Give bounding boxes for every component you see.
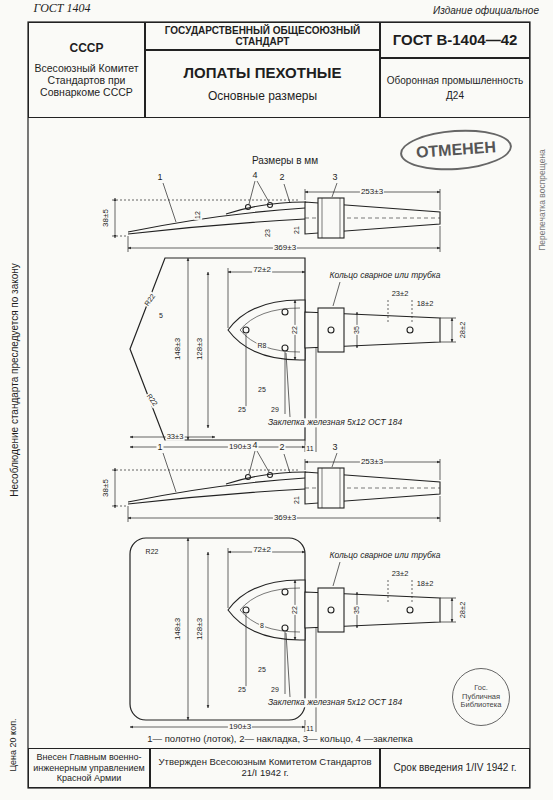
dimension-label: R22: [145, 392, 160, 409]
dimension-label: 4: [251, 171, 258, 181]
standard-band: ГОСУДАРСТВЕННЫЙ ОБЩЕСОЮЗНЫЙ СТАНДАРТ: [145, 22, 380, 50]
dimension-label: 1: [156, 443, 163, 453]
node-text: Утвержден Всесоюзным Комитетом Стандарто…: [155, 757, 375, 779]
node-text: Гос. Публичная Библиотека: [459, 684, 503, 710]
dimension-label: 28±2: [459, 601, 467, 620]
dimension-label: 11: [305, 725, 314, 733]
dimension-label: 23±2: [391, 570, 410, 578]
dimension-label: 25: [237, 686, 247, 694]
node-text: Оборонная промышленность: [387, 75, 523, 87]
node-subtext: Д24: [446, 90, 464, 102]
dimension-label: 25: [237, 406, 247, 414]
dimension-label: 1: [156, 173, 163, 183]
dimension-label: 5: [158, 312, 164, 320]
footer-cell: Срок введения 1/IV 1942 г.: [380, 748, 530, 788]
dimension-label: 25: [257, 386, 267, 394]
sheet-note: Издание официальное: [432, 5, 540, 16]
dimension-label: 38±5: [102, 208, 111, 228]
branch-cell: Оборонная промышленностьД24: [380, 58, 530, 118]
dimension-label: 21: [293, 225, 301, 235]
margin-note: Несоблюдение стандарта преследуется по з…: [9, 262, 20, 498]
dimension-label: 35: [353, 325, 361, 335]
dimension-label: 33±3: [166, 433, 185, 441]
dimension-label: 2: [278, 173, 285, 183]
dimension-label: 38±5: [102, 478, 111, 498]
dimension-label: 128±3: [196, 617, 205, 641]
node-text: ЛОПАТЫ ПЕХОТНЫЕ: [184, 64, 342, 81]
dimension-label: 190±3: [228, 723, 252, 732]
margin-note: Перепечатка воспрещена: [538, 148, 547, 252]
dimension-label: 4: [251, 441, 258, 451]
dimension-label: 253±3: [360, 458, 384, 467]
node-text: ГОСУДАРСТВЕННЫЙ ОБЩЕСОЮЗНЫЙ СТАНДАРТ: [150, 25, 375, 48]
dimension-label: 3: [331, 173, 338, 183]
node-text: ГОСТ В-1404—42: [393, 31, 518, 48]
sheet-note: Размеры в мм: [251, 155, 319, 166]
issuer-cell: СССР Всесоюзный Комитет Стандартов при Со…: [28, 22, 145, 118]
dimension-label: 3: [331, 443, 338, 453]
number-cell: ГОСТ В-1404—42: [380, 22, 530, 58]
dimension-label: 2: [278, 443, 285, 453]
dimension-label: R8: [257, 342, 268, 350]
node-text: СССР: [69, 42, 103, 56]
title-cell: ЛОПАТЫ ПЕХОТНЫЕ Основные размеры: [145, 50, 380, 118]
dimension-label: 29: [270, 686, 280, 694]
dimension-label: 23±2: [391, 290, 410, 298]
dimension-label: 29: [270, 406, 280, 414]
cancel-stamp: ОТМЕНЕН: [399, 126, 514, 174]
dimension-label: 369±3: [273, 514, 297, 523]
dimension-label: 18±2: [416, 300, 435, 308]
dimension-label: 11: [305, 445, 314, 453]
library-stamp: Гос. Публичная Библиотека: [452, 668, 510, 726]
dimension-label: 72±2: [252, 546, 272, 555]
sheet-note: ГОСТ 1404: [32, 2, 91, 15]
dimension-label: Заклепка железная 5х12 ОСТ 184: [267, 698, 403, 707]
node-text: Срок введения 1/IV 1942 г.: [394, 762, 517, 774]
dimension-label: Кольцо сварное или трубка: [328, 271, 441, 280]
dimension-label: 18±2: [416, 580, 435, 588]
dimension-label: 25: [257, 666, 267, 674]
dimension-label: 22: [291, 325, 299, 335]
footer-cell: Утвержден Всесоюзным Комитетом Стандарто…: [150, 748, 380, 788]
dimension-label: R22: [143, 292, 158, 309]
dimension-label: R22: [145, 548, 160, 556]
dimension-label: 12: [194, 210, 202, 220]
margin-note: Цена 20 коп.: [9, 717, 19, 772]
dimension-label: 128±3: [196, 337, 205, 361]
dimension-label: Кольцо сварное или трубка: [328, 551, 441, 560]
parts-caption: 1— полотно (лоток), 2— накладка, 3— коль…: [146, 734, 414, 744]
footer-cell: Внесен Главным военно-инженерным управле…: [28, 748, 150, 788]
dimension-label: 21: [293, 495, 301, 505]
dimension-label: 369±3: [273, 244, 297, 253]
dimension-label: 148±3: [174, 617, 183, 641]
dimension-label: 35: [353, 605, 361, 615]
node-subtext: Основные размеры: [208, 90, 317, 104]
dimension-label: 22: [291, 605, 299, 615]
dimension-label: Заклепка железная 5х12 ОСТ 184: [267, 418, 403, 427]
dimension-label: 190±3: [228, 443, 252, 452]
node-text: ОТМЕНЕН: [415, 138, 496, 162]
dimension-label: 253±3: [360, 188, 384, 197]
dimension-label: 148±3: [174, 337, 183, 361]
dimension-label: 72±2: [252, 266, 272, 275]
node-text: Внесен Главным военно-инженерным управле…: [33, 752, 145, 783]
dimension-label: 23: [264, 228, 272, 238]
node-subtext: Всесоюзный Комитет Стандартов при Совнар…: [33, 62, 140, 98]
dimension-label: 28±2: [459, 321, 467, 340]
dimension-label: 8: [259, 622, 265, 630]
